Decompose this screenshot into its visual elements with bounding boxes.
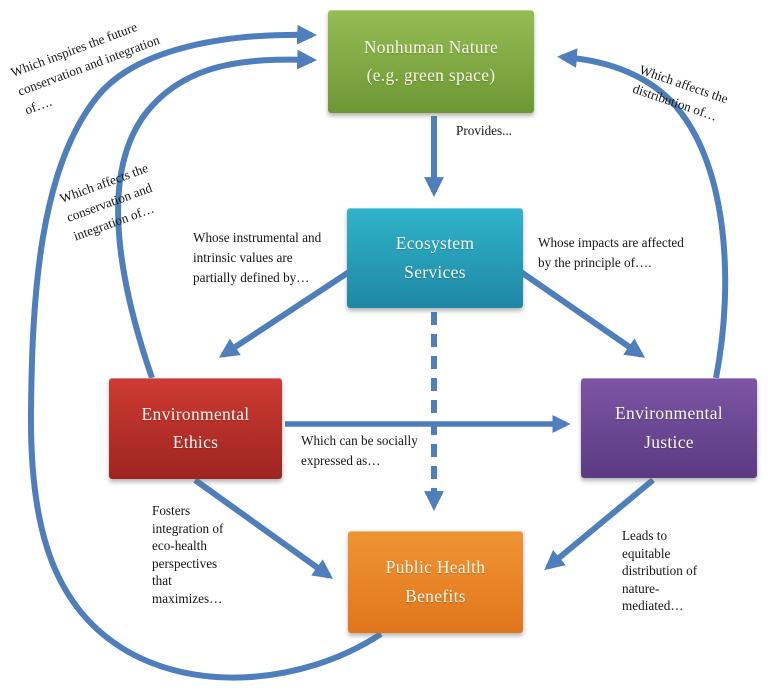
edge-label-leads-equitable: Leads to equitable distribution of natur…	[622, 528, 698, 614]
arrow-ecosystem-to-ethics	[218, 269, 351, 358]
node-label: Ethics	[172, 432, 219, 452]
arrow-ethics-to-phb	[193, 477, 334, 579]
node-label: Environmental	[615, 403, 723, 423]
node-label: Nonhuman Nature	[363, 36, 499, 57]
node-environmental-justice: Environmental Justice	[581, 378, 757, 478]
edge-label-provides: Provides...	[456, 123, 513, 138]
node-label: Environmental	[141, 403, 250, 424]
arrow-ethics-to-nature-curve	[115, 49, 317, 379]
node-label: Services	[404, 261, 466, 282]
node-environmental-ethics: Environmental Ethics	[109, 378, 282, 479]
node-ecosystem-services: Ecosystem Services	[347, 208, 523, 308]
arrow-phb-to-nature-outer-loop	[27, 24, 383, 681]
node-label: (e.g. green space)	[366, 65, 496, 85]
node-label: Public Health	[385, 557, 486, 577]
node-label: Justice	[644, 431, 694, 452]
node-label: Ecosystem	[395, 233, 475, 253]
node-label: Benefits	[405, 585, 466, 606]
edge-label-instrumental-values: Whose instrumental and intrinsic values …	[193, 230, 322, 285]
edge-label-impacts: Whose impacts are affected by the princi…	[538, 235, 684, 270]
node-public-health-benefits: Public Health Benefits	[348, 531, 523, 633]
arrow-ecosystem-to-justice	[519, 269, 646, 358]
edge-label-fosters-integration: Fosters integration of eco-health perspe…	[152, 503, 224, 606]
node-nonhuman-nature: Nonhuman Nature (e.g. green space)	[328, 10, 534, 113]
edge-label-socially-expressed: Which can be socially expressed as…	[301, 433, 418, 468]
arrow-justice-to-nature-curve	[557, 48, 729, 379]
arrow-justice-to-phb	[544, 477, 655, 571]
